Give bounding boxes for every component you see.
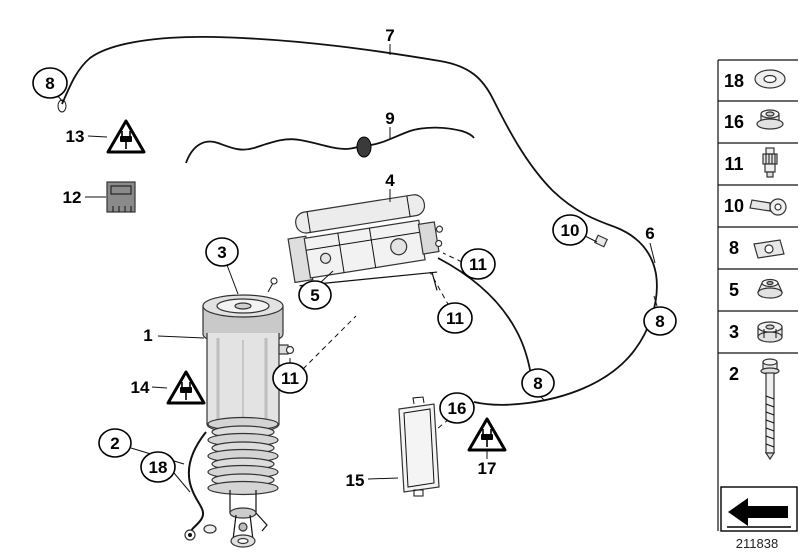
air-line-7	[57, 35, 616, 228]
callout-label: 8	[45, 74, 54, 93]
small-module-12	[106, 181, 136, 213]
callout-6: 6	[645, 224, 654, 243]
callout-8-right: 8	[643, 306, 677, 336]
legend-item-11: 11	[724, 147, 778, 178]
callout-2: 2	[98, 428, 132, 458]
callout-label: 11	[281, 369, 299, 388]
legend-label: 18	[724, 71, 744, 91]
control-unit	[398, 396, 440, 497]
legend-item-10: 10	[724, 196, 787, 216]
grommet-icon	[757, 278, 783, 299]
legend-item-8: 8	[729, 238, 785, 259]
legend-item-3: 3	[729, 321, 783, 343]
callout-5: 5	[298, 280, 332, 310]
drawing-number: 211838	[736, 536, 778, 551]
callout-11-unit-upper: 11	[460, 248, 496, 280]
line-clip	[593, 234, 609, 248]
legend-sidebar: 18 16 11 10	[717, 59, 798, 532]
callout-9: 9	[385, 109, 394, 128]
callout-3: 3	[205, 237, 239, 267]
callout-1: 1	[143, 326, 152, 345]
callout-label: 8	[655, 312, 664, 331]
legend-label: 11	[724, 154, 743, 174]
legend-label: 5	[729, 280, 739, 300]
air-supply-unit	[287, 194, 444, 304]
pressure-line	[437, 257, 534, 391]
callout-label: 18	[149, 458, 168, 477]
legend-label: 8	[729, 238, 739, 258]
strut-bellows	[207, 416, 279, 496]
legend-item-2: 2	[729, 358, 780, 461]
callout-18: 18	[140, 451, 176, 483]
flange-nut-icon	[756, 109, 784, 130]
callout-label: 2	[110, 434, 119, 453]
callout-17: 17	[478, 459, 497, 478]
callout-label: 11	[469, 255, 487, 274]
warning-triangle-14	[166, 370, 206, 405]
callout-8-top-left: 8	[32, 67, 68, 99]
callout-label: 5	[310, 286, 319, 305]
strut-air-fitting	[285, 345, 295, 355]
callout-11-strut: 11	[272, 362, 308, 394]
leader-lines	[56, 44, 658, 493]
valve-fitting-icon	[762, 147, 778, 178]
air-line-6	[473, 226, 658, 406]
sensor-cable	[187, 431, 207, 532]
washer-icon	[754, 69, 786, 89]
holder-clip-icon	[749, 198, 787, 216]
vent-hose-9	[185, 126, 475, 164]
callout-label: 11	[446, 309, 464, 328]
legend-label: 10	[724, 196, 744, 216]
warning-triangle-17	[467, 417, 507, 452]
legend-label: 2	[729, 364, 739, 384]
callout-label: 16	[448, 399, 467, 418]
callout-label: 3	[217, 243, 226, 262]
hose-grommet	[356, 136, 372, 158]
callout-4: 4	[385, 171, 395, 190]
callout-14: 14	[131, 378, 150, 397]
air-fitting-lower	[435, 239, 443, 248]
callout-label: 10	[561, 221, 580, 240]
air-fitting-upper	[435, 225, 444, 233]
legend-item-18: 18	[724, 69, 786, 91]
callout-7: 7	[385, 26, 394, 45]
legend-item-16: 16	[724, 109, 784, 132]
legend-item-5: 5	[729, 278, 783, 300]
hex-nut-icon	[757, 321, 783, 343]
reference-dashed-lines	[289, 252, 463, 430]
callout-15: 15	[346, 471, 365, 490]
warning-triangle-13	[106, 119, 146, 154]
legend-label: 3	[729, 322, 739, 342]
direction-arrow-icon	[728, 498, 788, 526]
callout-16: 16	[439, 392, 475, 424]
bracket-icon	[753, 239, 785, 259]
legend-label: 16	[724, 112, 744, 132]
callout-12: 12	[63, 188, 82, 207]
callout-11-unit-lower: 11	[437, 302, 473, 334]
air-spring-strut	[184, 277, 295, 548]
direction-arrow-box	[720, 486, 798, 532]
callout-10: 10	[552, 214, 588, 246]
bolt-icon	[760, 358, 780, 461]
callout-13: 13	[66, 127, 85, 146]
callout-8-mid: 8	[521, 368, 555, 398]
callout-label: 8	[533, 374, 542, 393]
